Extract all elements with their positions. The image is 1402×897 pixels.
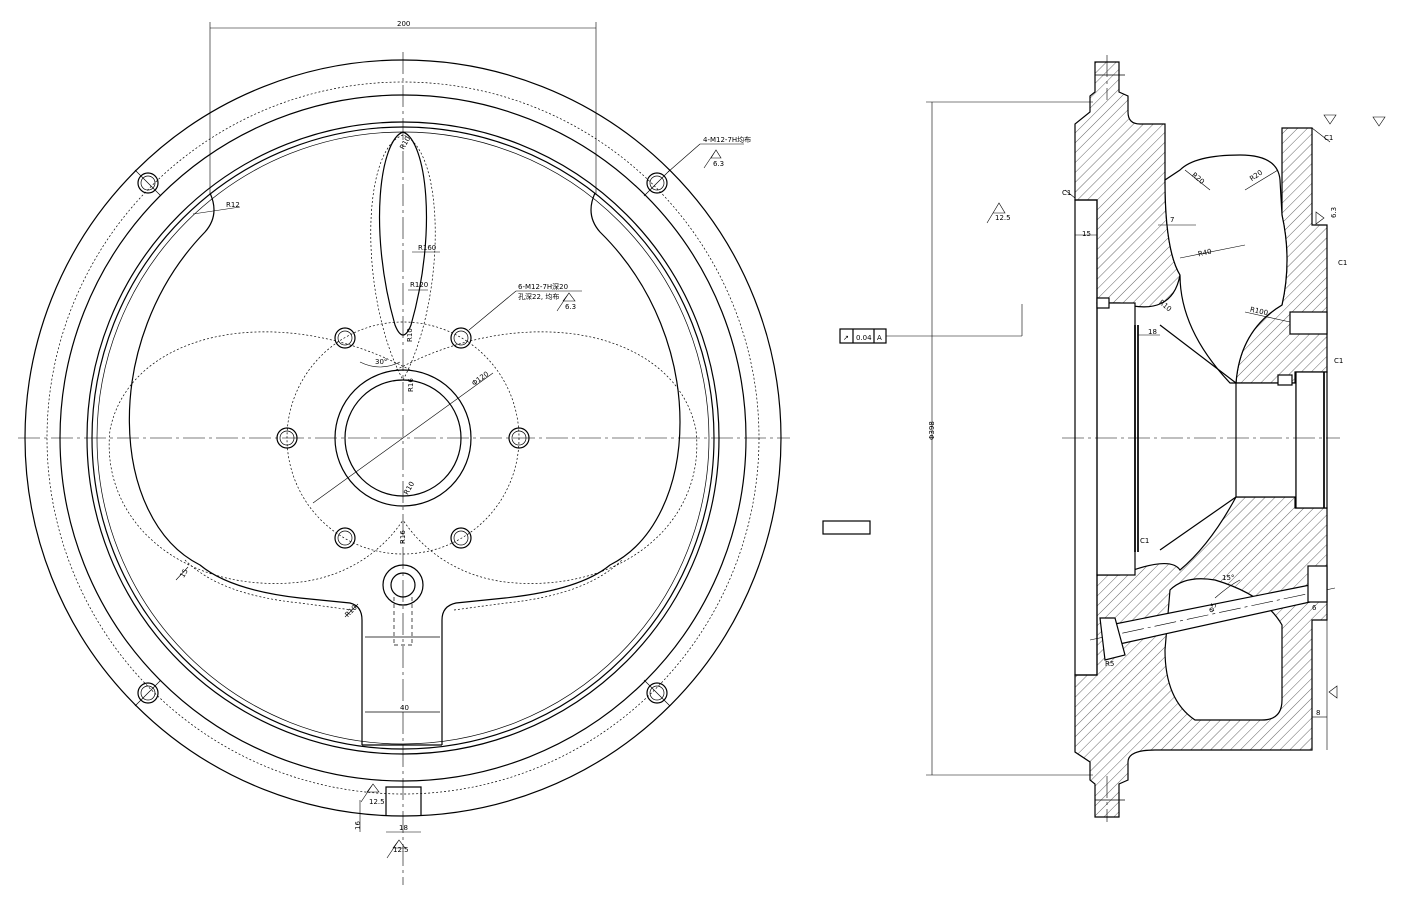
dim-15-section-label: 15 bbox=[1082, 230, 1091, 238]
angle-30-label: 30° bbox=[375, 358, 387, 366]
dim-c-label: Φ5 bbox=[1207, 602, 1218, 614]
petal-outline bbox=[378, 131, 428, 336]
dotted-pocket-offset bbox=[184, 559, 623, 611]
bore-inner bbox=[344, 379, 462, 497]
bolt-circle-leader bbox=[312, 372, 494, 504]
roughness-symbol-right bbox=[1328, 685, 1338, 699]
dim-phi120-label: Φ120 bbox=[470, 370, 490, 388]
inner-roughness-label: 6.3 bbox=[565, 303, 576, 311]
chamfer-label-4: C1 bbox=[1334, 357, 1343, 365]
threaded-hole bbox=[643, 169, 671, 197]
dim-18-section-label: 18 bbox=[1148, 328, 1157, 336]
geo-tol-value: 0.04 bbox=[856, 334, 872, 342]
outer-threaded-holes bbox=[134, 169, 671, 707]
dim-8-label: 8 bbox=[1316, 709, 1320, 717]
dim-r120-label: R120 bbox=[410, 281, 428, 289]
dim-phi398-label: Φ398 bbox=[928, 421, 936, 440]
upper-cavity bbox=[1164, 154, 1288, 384]
threaded-hole bbox=[134, 679, 162, 707]
inner-threads-note-2: 孔深22, 均布 bbox=[518, 292, 559, 301]
inner-pocket-outline bbox=[128, 192, 681, 745]
lower-boss bbox=[382, 564, 424, 646]
inner-threaded-holes bbox=[276, 327, 530, 549]
dim-7-label: 7 bbox=[1170, 216, 1174, 224]
slot-roughness-bottom: 12.5 bbox=[393, 846, 409, 854]
dotted-lobe-right bbox=[395, 331, 698, 584]
dimension-phi398: Φ398 bbox=[926, 101, 1093, 776]
threaded-hole bbox=[334, 527, 356, 549]
dim-r-small-4: R10 bbox=[402, 480, 416, 496]
dim-r-small-5: R16 bbox=[399, 530, 407, 544]
dotted-lobe-left bbox=[108, 331, 411, 584]
left-face bbox=[1074, 199, 1098, 676]
threaded-hole-right bbox=[1289, 311, 1328, 335]
dimension-200: 200 bbox=[209, 20, 597, 195]
inner-threads-note-1: 6-M12-7H深20 bbox=[518, 282, 568, 291]
threaded-hole-small-1 bbox=[1096, 297, 1110, 309]
dim-40-label: 40 bbox=[400, 704, 409, 712]
keyway-slot bbox=[359, 786, 422, 833]
left-recess bbox=[1096, 302, 1136, 576]
chamfer-label-5: C1 bbox=[1140, 537, 1149, 545]
counterbore-right bbox=[1295, 371, 1328, 509]
section-view: Φ398 12.5 ↗ 0.04 A C1 C1 C1 C1 C1 R20 R2 bbox=[822, 55, 1386, 822]
dim-15-label: 15 bbox=[178, 568, 189, 580]
dim-small-r-label: R5 bbox=[1105, 660, 1114, 668]
dotted-petal bbox=[370, 134, 436, 381]
threaded-hole bbox=[508, 427, 530, 449]
roughness-symbol-top-1 bbox=[1323, 114, 1337, 125]
roughness-symbol-top-2 bbox=[1372, 116, 1386, 127]
right-roughness-label: 6.3 bbox=[1330, 207, 1338, 218]
chamfer-label-2: C1 bbox=[1062, 189, 1071, 197]
dim-18-label: 18 bbox=[399, 824, 408, 832]
threaded-hole bbox=[450, 327, 472, 349]
dim-r160-label: R160 bbox=[418, 244, 436, 252]
dim-16-label: 16 bbox=[354, 821, 362, 830]
dim-r100-label: R100 bbox=[1249, 306, 1268, 318]
section-body-hatched bbox=[1074, 61, 1181, 308]
outer-threads-note: 4-M12-7H均布 bbox=[703, 135, 751, 144]
threaded-hole bbox=[334, 327, 356, 349]
dim-6-label: 6 bbox=[1312, 604, 1317, 612]
dim-200-label: 200 bbox=[397, 20, 410, 28]
dim-r10-section-label: R10 bbox=[1157, 298, 1173, 313]
dim-r-small-2: R10 bbox=[406, 328, 414, 342]
central-bore bbox=[1235, 382, 1297, 498]
threaded-hole bbox=[643, 679, 671, 707]
threaded-hole bbox=[276, 427, 298, 449]
bolt-circle bbox=[286, 321, 520, 555]
chamfer-label-3: C1 bbox=[1338, 259, 1347, 267]
threaded-hole bbox=[450, 527, 472, 549]
geo-tol-symbol: ↗ bbox=[843, 334, 849, 342]
slot-roughness-top: 12.5 bbox=[369, 798, 385, 806]
dim-r40-label: R40 bbox=[1197, 248, 1212, 259]
front-view: 200 R12 R160 R120 R10 R10 R16 R10 R16 30… bbox=[18, 20, 790, 885]
inclined-drill-hole bbox=[1089, 565, 1336, 661]
dim-r-small-3: R16 bbox=[407, 378, 415, 392]
outer-roughness-label: 6.3 bbox=[713, 160, 724, 168]
chamfer-label-1: C1 bbox=[1324, 134, 1333, 142]
bore-outer bbox=[334, 369, 472, 507]
dim-r12-label: R12 bbox=[226, 201, 240, 209]
general-roughness-label: 12.5 bbox=[995, 214, 1011, 222]
threaded-hole-small-2 bbox=[1277, 374, 1293, 386]
threaded-hole bbox=[134, 169, 162, 197]
geo-tol-datum: A bbox=[877, 334, 882, 342]
datum-box bbox=[822, 520, 871, 535]
geometric-tolerance-frame: ↗ 0.04 A bbox=[839, 304, 1023, 344]
dim-angle-label: 15° bbox=[1222, 574, 1234, 582]
